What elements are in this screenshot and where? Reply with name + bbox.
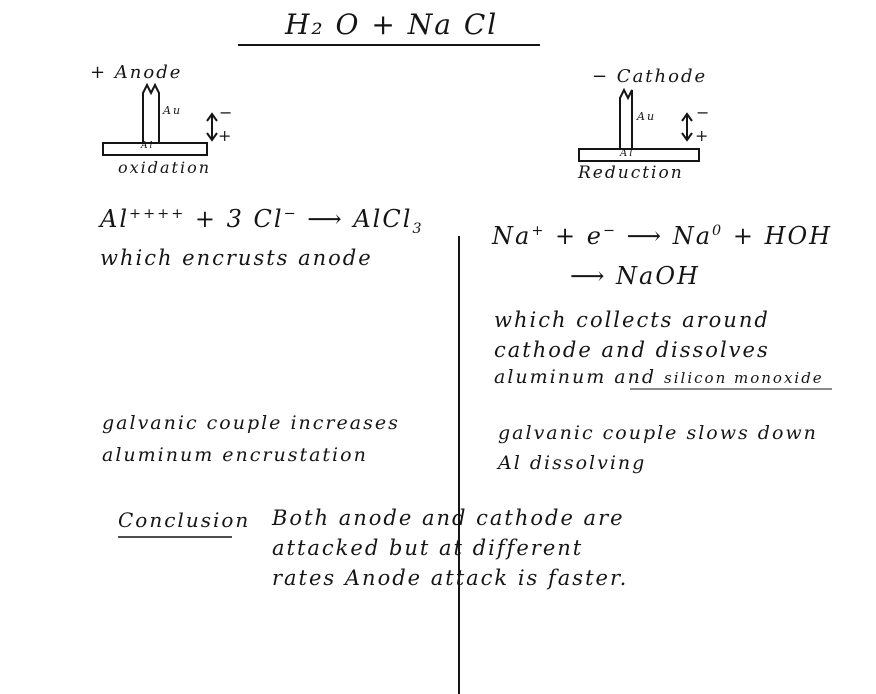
cathode-collects-line2: cathode and dissolves [494, 338, 770, 362]
eq-na-charge: + [531, 223, 546, 239]
anode-encrusts-text: which encrusts anode [100, 246, 373, 270]
cathode-collects-line3: aluminum and silicon monoxide [494, 366, 824, 388]
anode-polarity-arrow [206, 112, 218, 142]
anode-electrode [102, 82, 208, 156]
eq-arrow: ⟶ [626, 222, 664, 250]
cathode-galvanic-line1: galvanic couple slows down [498, 422, 818, 444]
anode-equation: Al++++ + 3 Cl− ⟶ AlCl3 [100, 205, 424, 237]
eq-arrow: ⟶ [307, 205, 344, 233]
anode-arrow-bottom: + [218, 126, 234, 145]
cathode-equation: Na+ + e− ⟶ Na0 + HOH [492, 222, 832, 250]
conclusion-line3: rates Anode attack is faster. [272, 566, 629, 590]
collects-aluminum: aluminum and [494, 366, 656, 388]
cathode-label: − Cathode [592, 66, 708, 87]
conclusion-line1: Both anode and cathode are [272, 506, 625, 530]
collects-silicon: silicon monoxide [664, 369, 824, 387]
anode-arrow-top: − [219, 103, 235, 122]
cathode-naoh-line: ⟶ NaOH [570, 262, 700, 290]
cathode-wire-label: Au [637, 110, 657, 123]
page-title: H₂ O + Na Cl [285, 8, 499, 41]
anode-label: + Anode [90, 62, 183, 83]
eq-na: Na [492, 222, 532, 250]
eq-na0: Na [672, 222, 713, 250]
conclusion-label: Conclusion [118, 508, 251, 532]
eq-cl-charge: − [283, 206, 298, 222]
anode-galvanic-line2: aluminum encrustation [102, 444, 368, 466]
eq-hoh: + HOH [732, 222, 833, 250]
eq-electron-charge: − [602, 223, 618, 239]
eq-cl: + 3 Cl [194, 205, 284, 233]
anode-plate-label: Al [141, 141, 155, 151]
eq-electron: + e [555, 222, 603, 250]
cathode-caption: Reduction [578, 163, 684, 183]
cathode-galvanic-line2: Al dissolving [498, 452, 647, 474]
cathode-collects-line1: which collects around [494, 308, 770, 332]
cathode-arrow-bottom: + [695, 126, 711, 145]
anode-caption: oxidation [118, 158, 212, 177]
cathode-plate-label: Al [620, 148, 635, 159]
cathode-electrode [578, 87, 700, 162]
eq-product: AlCl [353, 205, 413, 233]
anode-wire-label: Au [163, 104, 183, 117]
conclusion-line2: attacked but at different [272, 536, 584, 560]
cathode-polarity-arrow [681, 112, 693, 142]
cathode-arrow-top: − [696, 103, 712, 122]
eq-na0-charge: 0 [712, 223, 724, 239]
eq-product-sub: 3 [412, 220, 424, 237]
eq-al: Al [100, 205, 130, 233]
eq-al-charge: ++++ [129, 206, 186, 222]
anode-galvanic-line1: galvanic couple increases [102, 412, 400, 434]
